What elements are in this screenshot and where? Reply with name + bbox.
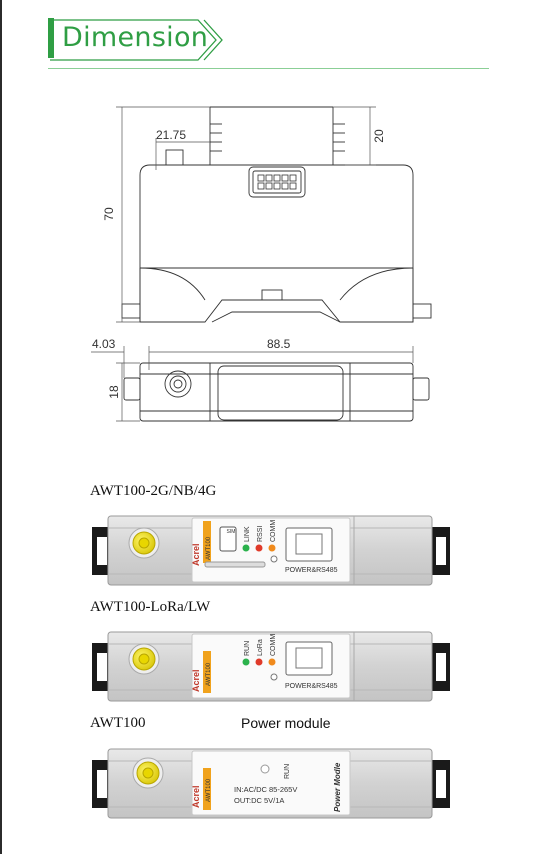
spec-output: OUT:DC 5V/1A	[234, 796, 284, 805]
sim-text: SIM	[227, 529, 236, 535]
led-label-comm-2: COMM	[270, 634, 277, 656]
side-dimensions	[91, 346, 414, 422]
product-label-power-module: Power module	[241, 715, 331, 731]
spec-input: IN:AC/DC 85-265V	[234, 785, 297, 794]
section-header: Dimension	[48, 16, 488, 70]
page-title: Dimension	[62, 22, 209, 53]
brand-text-1: Acrel	[191, 543, 201, 566]
led-label-run: RUN	[244, 641, 251, 656]
dim-height-b: 20	[372, 129, 386, 143]
page-edge	[0, 0, 2, 854]
header-rule	[48, 68, 489, 69]
port-label-2: POWER&RS485	[285, 683, 338, 690]
device-lora-lw	[92, 631, 450, 702]
brand-text-2: Acrel	[191, 669, 201, 692]
brand-text-3: Acrel	[191, 785, 201, 808]
dim-thickness: 18	[107, 385, 121, 399]
model-text-2: AWT100	[206, 662, 212, 686]
product-label-lora-lw: AWT100-LoRa/LW	[90, 599, 211, 615]
top-view	[121, 106, 432, 323]
dim-width-a: 21.75	[156, 128, 186, 142]
product-label-2g-nb-4g: AWT100-2G/NB/4G	[90, 483, 217, 499]
model-text-3: AWT100	[206, 778, 212, 802]
model-text-1: AWT100	[206, 536, 212, 560]
side-view	[123, 362, 430, 422]
product-label-awt100: AWT100	[90, 715, 146, 731]
dimension-drawing: 21.75 20 70 4.03 88.5 18	[91, 106, 432, 422]
led-label-link: LINK	[244, 526, 251, 542]
led-label-comm-1: COMM	[270, 520, 277, 542]
dim-height-total: 70	[102, 207, 116, 221]
led-label-run-3: RUN	[284, 764, 291, 779]
dim-left: 4.03	[92, 337, 116, 351]
top-dimensions	[116, 106, 376, 323]
module-name-text: Power Modle	[333, 762, 342, 812]
title-box: Dimension	[48, 18, 242, 58]
port-label-1: POWER&RS485	[285, 567, 338, 574]
device-2g-nb-4g	[92, 515, 450, 586]
led-label-rssi: RSSI	[257, 526, 264, 542]
dim-length: 88.5	[267, 337, 291, 351]
device-power-module	[92, 748, 450, 819]
led-label-lora: LoRa	[257, 639, 264, 656]
title-frame	[50, 19, 223, 61]
